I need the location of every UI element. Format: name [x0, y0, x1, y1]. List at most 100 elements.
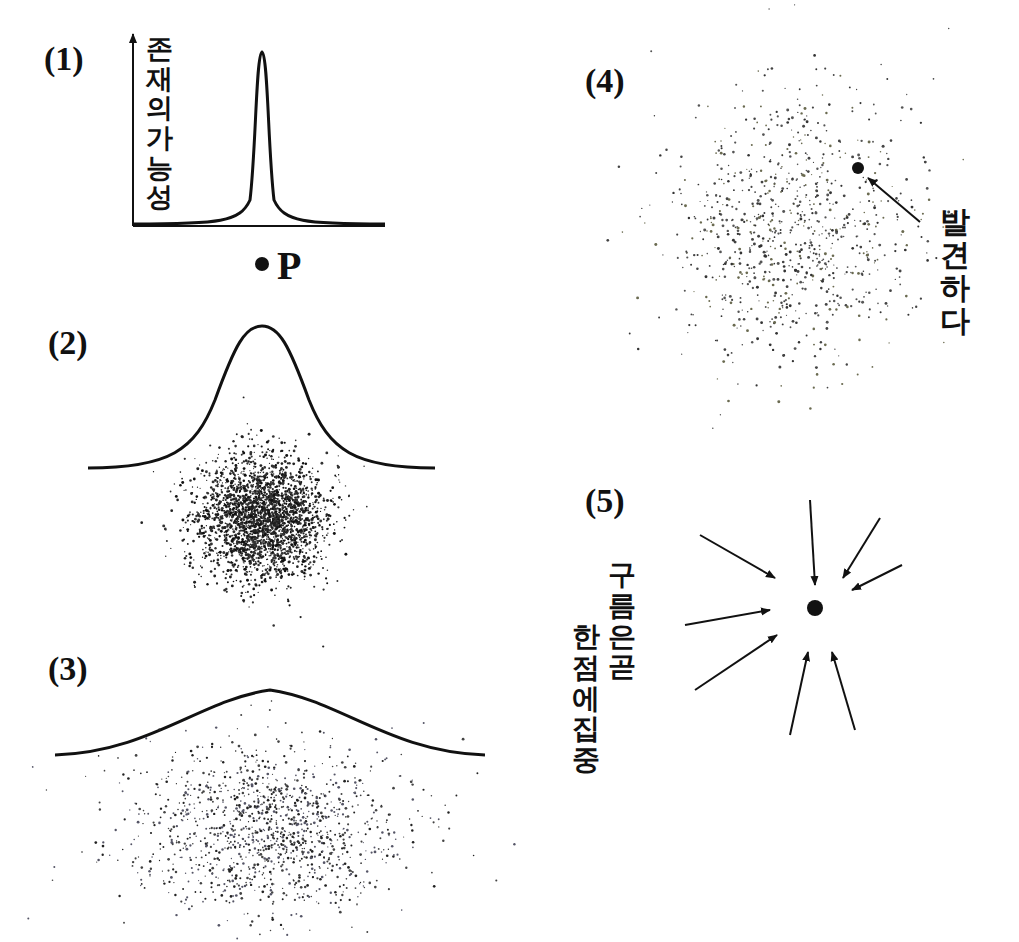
- cloud-dot: [262, 570, 264, 572]
- cloud-dot: [232, 549, 235, 552]
- cloud-dot: [316, 546, 318, 548]
- cloud-dot: [199, 488, 200, 489]
- cloud-dot: [288, 450, 290, 452]
- cloud-dot: [289, 518, 291, 520]
- cloud-dot: [227, 581, 229, 583]
- cloud-dot: [220, 475, 222, 477]
- cloud-dot: [309, 476, 311, 478]
- cloud-dot: [221, 515, 223, 517]
- cloud-dot: [210, 535, 211, 536]
- cloud-dot: [237, 495, 239, 497]
- cloud-dot: [217, 564, 220, 567]
- cloud-dot: [198, 536, 200, 538]
- cloud-dot: [249, 560, 251, 562]
- cloud-dot: [190, 492, 193, 495]
- cloud-dot: [236, 580, 238, 582]
- cloud-dot: [285, 537, 288, 540]
- cloud-dot: [218, 454, 219, 455]
- cloud-dot: [250, 574, 252, 576]
- cloud-dot: [251, 533, 253, 535]
- cloud-dot: [214, 528, 215, 529]
- cloud-dot: [284, 570, 287, 573]
- cloud-dot: [242, 586, 244, 588]
- cloud-dot: [162, 524, 165, 527]
- cloud-dot: [304, 575, 306, 577]
- cloud-dot: [309, 550, 311, 552]
- cloud-dot: [239, 496, 242, 499]
- cloud-dot: [290, 484, 292, 486]
- cloud-dot: [324, 506, 326, 508]
- cloud-dot: [254, 492, 257, 495]
- cloud-dot: [217, 481, 219, 483]
- cloud-dot: [324, 509, 326, 511]
- cloud-dot: [344, 553, 347, 556]
- cloud-dot: [322, 535, 324, 537]
- cloud-dot: [242, 557, 245, 560]
- cloud-dot: [228, 486, 229, 487]
- cloud-dot: [233, 522, 235, 524]
- cloud-dot: [312, 476, 313, 477]
- cloud-dot: [255, 510, 257, 512]
- cloud-dot: [253, 468, 254, 469]
- cloud-dot: [246, 554, 248, 556]
- cloud-dot: [317, 507, 319, 509]
- cloud-dot: [194, 585, 195, 586]
- cloud-dot: [304, 528, 306, 530]
- cloud-dot: [187, 520, 189, 522]
- cloud-dot: [265, 494, 267, 496]
- cloud-dot: [234, 498, 237, 501]
- cloud-dot: [229, 576, 232, 579]
- cloud-dot: [305, 474, 307, 476]
- cloud-dot: [246, 519, 247, 520]
- cloud-dot: [261, 546, 262, 547]
- cloud-dot: [232, 564, 234, 566]
- cloud-dot: [226, 591, 228, 593]
- cloud-dot: [221, 489, 223, 491]
- cloud-dot: [196, 499, 197, 500]
- cloud-dot: [231, 535, 233, 537]
- cloud-dot: [303, 530, 305, 532]
- cloud-dot: [290, 531, 292, 533]
- cloud-dot: [312, 468, 313, 469]
- cloud-dot: [264, 514, 266, 516]
- cloud-dot: [253, 465, 255, 467]
- cloud-dot: [314, 495, 316, 497]
- cloud-dot: [166, 540, 168, 542]
- cloud-dot: [233, 457, 235, 459]
- cloud-dot: [292, 545, 294, 547]
- cloud-dot: [223, 556, 224, 557]
- cloud-dot: [241, 462, 243, 464]
- cloud-dot: [251, 571, 253, 573]
- cloud-dot: [257, 564, 260, 567]
- cloud-dot: [301, 563, 303, 565]
- cloud-dot: [212, 460, 214, 462]
- cloud-dot: [264, 565, 265, 566]
- cloud-dot: [208, 474, 210, 476]
- cloud-dot: [243, 525, 244, 526]
- cloud-dot: [280, 467, 283, 470]
- cloud-dot: [205, 547, 206, 548]
- cloud-dot: [314, 530, 316, 532]
- cloud-dot: [214, 547, 216, 549]
- cloud-dot: [213, 550, 214, 551]
- cloud-dot: [221, 521, 223, 523]
- cloud-dot: [282, 482, 285, 485]
- cloud-dot: [266, 536, 267, 537]
- cloud-dot: [287, 520, 290, 523]
- cloud-dot: [280, 545, 282, 547]
- cloud-dot: [277, 534, 280, 537]
- cloud-dot: [153, 471, 154, 472]
- cloud-dot: [241, 471, 242, 472]
- cloud-dot: [298, 546, 300, 548]
- cloud-dot: [228, 551, 229, 552]
- cloud-dot: [272, 624, 275, 627]
- cloud-dot: [281, 504, 284, 507]
- cloud-dot: [255, 550, 257, 552]
- cloud-dot: [266, 503, 267, 504]
- cloud-dot: [273, 548, 276, 551]
- cloud-dot: [185, 521, 187, 523]
- cloud-dot: [345, 519, 347, 521]
- cloud-dot: [186, 517, 187, 518]
- point-dot: [255, 257, 269, 271]
- cloud-dot: [246, 571, 248, 573]
